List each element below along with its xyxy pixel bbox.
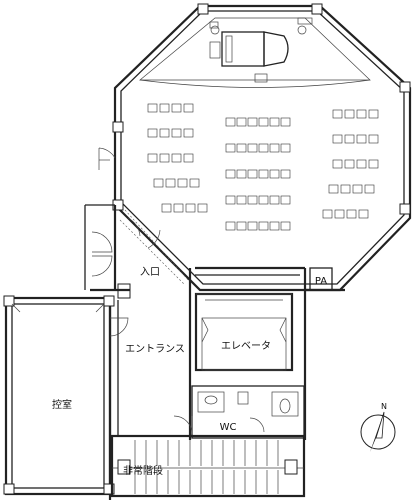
seat [332, 134, 343, 144]
seat [183, 128, 194, 138]
seat [183, 103, 194, 113]
seat [236, 143, 247, 153]
seat [247, 143, 258, 153]
seat [159, 153, 170, 163]
seat [225, 117, 236, 127]
hall-columns [112, 3, 411, 215]
stage [139, 17, 371, 88]
seat [171, 153, 182, 163]
elevator-shaft [194, 292, 294, 372]
seat [258, 117, 269, 127]
seat [346, 209, 357, 219]
label-pa-booth: PA [315, 276, 327, 287]
seat [344, 159, 355, 169]
seat [183, 153, 194, 163]
seat [344, 109, 355, 119]
label-entrance-hall: 入口 [140, 267, 160, 278]
seat [334, 209, 345, 219]
seat [173, 203, 184, 213]
seat [171, 128, 182, 138]
seat [269, 143, 280, 153]
main-entrance-door[interactable] [91, 231, 113, 277]
seat [280, 169, 291, 179]
seat [280, 143, 291, 153]
seat [344, 134, 355, 144]
seat [247, 195, 258, 205]
seat [356, 109, 367, 119]
north-label: N [381, 402, 387, 411]
seat [247, 169, 258, 179]
seat [189, 178, 200, 188]
seat [159, 103, 170, 113]
seat [322, 209, 333, 219]
seat [269, 221, 280, 231]
seat [177, 178, 188, 188]
seat [328, 184, 339, 194]
seat [269, 195, 280, 205]
seat [247, 117, 258, 127]
grand-piano-icon [221, 31, 289, 67]
seat [225, 195, 236, 205]
seat [197, 203, 208, 213]
seat [147, 103, 158, 113]
seat-block-center [225, 117, 291, 231]
seat [159, 128, 170, 138]
north-arrow-icon: N [360, 402, 396, 452]
seat [280, 195, 291, 205]
seat [280, 117, 291, 127]
seat [269, 169, 280, 179]
seat [332, 159, 343, 169]
restroom [173, 385, 305, 439]
seat [364, 184, 375, 194]
seat [171, 103, 182, 113]
seat [161, 203, 172, 213]
pa-booth [309, 267, 333, 291]
seat [358, 209, 369, 219]
seat [258, 169, 269, 179]
seat [269, 117, 280, 127]
seat [236, 221, 247, 231]
seat [225, 169, 236, 179]
label-restroom: WC [220, 422, 237, 433]
seat [165, 178, 176, 188]
seat [153, 178, 164, 188]
seat [340, 184, 351, 194]
seat [368, 134, 379, 144]
seat [258, 195, 269, 205]
seat [368, 109, 379, 119]
label-entrance: エントランス [125, 343, 185, 355]
label-waiting-room: 控室 [52, 398, 72, 411]
seat [147, 128, 158, 138]
seat [356, 134, 367, 144]
seat [247, 221, 258, 231]
waiting-room [3, 295, 129, 496]
seat [352, 184, 363, 194]
seat [368, 159, 379, 169]
seat [356, 159, 367, 169]
seat [147, 153, 158, 163]
seat [236, 195, 247, 205]
seat [236, 169, 247, 179]
emergency-stairs [110, 434, 306, 498]
seat [280, 221, 291, 231]
hall-side-door[interactable] [98, 147, 116, 170]
lobby-walls [84, 204, 191, 299]
label-emergency-stairs: 非常階段 [123, 464, 163, 477]
stage-monitor-icon [209, 17, 313, 83]
seat [258, 221, 269, 231]
seat [225, 221, 236, 231]
seat [225, 143, 236, 153]
seat-block-right [322, 109, 379, 219]
seat [185, 203, 196, 213]
seat [258, 143, 269, 153]
seat-block-left [147, 103, 208, 213]
label-elevator: エレベータ [221, 340, 271, 352]
hall-entrance-door[interactable] [127, 217, 161, 249]
seat [332, 109, 343, 119]
seat [236, 117, 247, 127]
